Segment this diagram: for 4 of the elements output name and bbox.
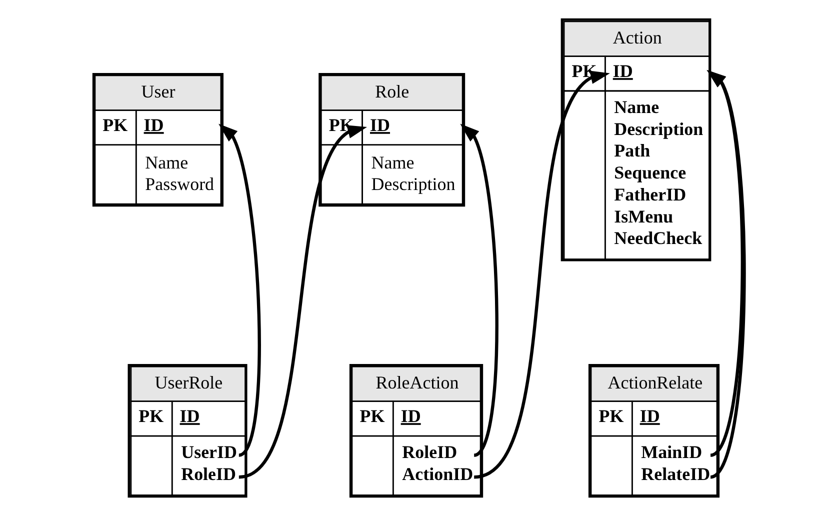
arrow bbox=[238, 125, 366, 479]
arrow bbox=[460, 124, 498, 457]
arrow bbox=[218, 124, 260, 457]
arrow bbox=[473, 70, 610, 479]
